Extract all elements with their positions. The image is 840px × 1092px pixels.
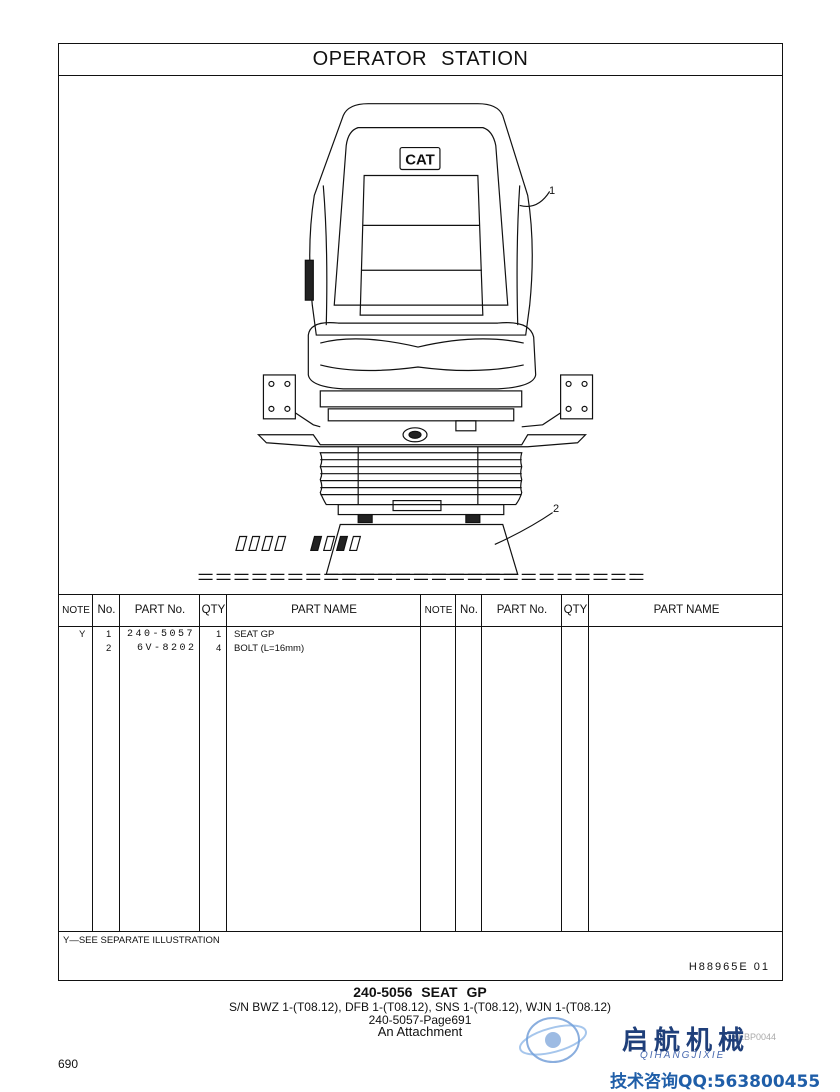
footnote: Y—SEE SEPARATE ILLUSTRATION [63,935,220,946]
page-title: OPERATOR STATION [59,44,782,76]
watermark-code: XEBP0044 [732,1032,777,1042]
col-divider [93,595,120,932]
header-part-no-right: PART No. [496,604,548,616]
caption-title: 240-5056 SEAT GP [353,984,487,1000]
page-number: 690 [58,1057,79,1071]
watermark-globe-icon [519,1017,587,1063]
parts-table: NOTE No. PART No. QTY PART NAME NOTE No.… [59,594,782,932]
header-qty-right: QTY [563,604,588,616]
header-no-right: No. [460,604,478,616]
col-divider [562,595,589,932]
header-note-right: NOTE [424,605,453,616]
col-divider [59,595,93,932]
header-note: NOTE [62,605,90,616]
col-divider [456,595,482,932]
row2-no: 2 [106,643,112,654]
header-qty: QTY [201,604,226,616]
row2-qty: 4 [216,643,222,654]
col-divider [227,595,421,932]
illustration-ref: H88965E 01 [688,961,770,973]
row1-part-name: SEAT GP [234,629,275,640]
caption-attachment: An Attachment [377,1024,463,1039]
caption-serials: S/N BWZ 1-(T08.12), DFB 1-(T08.12), SNS … [228,1000,612,1014]
col-divider [200,595,227,932]
header-part-no: PART No. [134,604,186,616]
parts-sheet: OPERATOR STATION CAT [58,43,783,981]
header-part-name: PART NAME [291,604,357,616]
col-divider [482,595,562,932]
header-no: No. [97,604,116,616]
col-divider [421,595,456,932]
watermark-contact: 技术咨询QQ:563800455 [610,1072,821,1092]
row2-part-name: BOLT (L=16mm) [234,643,305,654]
header-part-name-right: PART NAME [653,604,720,616]
cat-logo: CAT [405,152,435,169]
row2-part-no: 6V-8202 [137,643,197,654]
watermark-brand: 启航机械 [622,1026,751,1056]
row1-part-no: 240-5057 [127,629,196,640]
watermark [515,1008,840,1089]
row1-qty: 1 [216,629,222,640]
caption-page-ref: 240-5057-Page691 [368,1013,472,1027]
footer-divider [59,931,782,932]
watermark-pinyin: QIHANGJIXIE [640,1050,726,1061]
callout-2: 2 [553,503,560,515]
col-divider [120,595,200,932]
seat-illustration: CAT [59,75,782,637]
row1-note: Y [79,629,86,640]
row1-no: 1 [106,629,112,640]
callout-1: 1 [549,185,556,197]
